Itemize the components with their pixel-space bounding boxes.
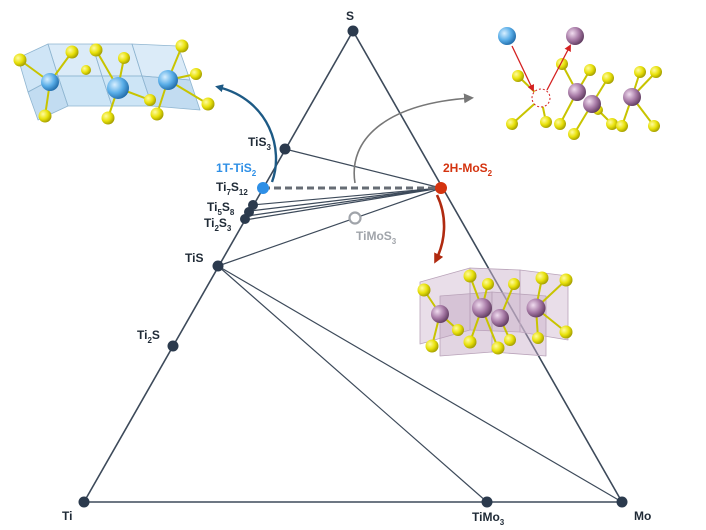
arrow-to-mos2-structure <box>434 194 446 264</box>
label-timo3: TiMo3 <box>472 510 505 527</box>
node-s <box>347 25 359 37</box>
substitution-defect-icon <box>498 27 662 140</box>
label-ti: Ti <box>62 509 72 523</box>
label-mo: Mo <box>634 509 651 523</box>
label-tis: TiS <box>185 251 203 265</box>
arrow-to-tis2-structure <box>215 84 278 183</box>
label-timos3: TiMoS3 <box>356 229 397 246</box>
node-ti2s3 <box>240 214 250 224</box>
label-mos2: 2H-MoS2 <box>443 161 493 178</box>
label-s: S <box>346 9 354 23</box>
node-timos3 <box>348 211 362 225</box>
label-ti5s8: Ti5S8 <box>207 200 235 217</box>
node-ti <box>78 496 90 508</box>
label-tis2: 1T-TiS2 <box>216 161 257 178</box>
node-tis2 <box>257 182 269 194</box>
label-ti2s: Ti2S <box>137 328 160 345</box>
label-tis3: TiS3 <box>248 135 271 152</box>
label-ti7s12: Ti7S12 <box>216 180 248 197</box>
arrow-to-substitution-structure <box>353 93 474 184</box>
tis2-octahedral-structure-icon <box>13 39 215 125</box>
mos2-trigonal-prismatic-structure-icon <box>417 267 573 357</box>
label-ti2s3: Ti2S3 <box>204 216 232 233</box>
phase-labels: S Ti Mo TiS3 1T-TiS2 Ti7S12 Ti5S8 Ti2S3 … <box>62 9 651 527</box>
tie-lines <box>217 148 623 503</box>
node-ti2s <box>167 340 179 352</box>
node-tis3 <box>279 143 291 155</box>
node-mo <box>616 496 628 508</box>
node-mos2 <box>435 182 447 194</box>
phase-nodes <box>78 25 628 508</box>
node-tis <box>212 260 224 272</box>
node-timo3 <box>481 496 493 508</box>
